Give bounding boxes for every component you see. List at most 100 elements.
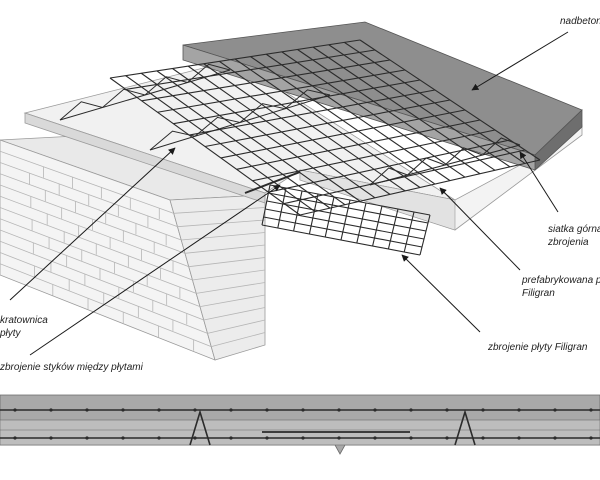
upper-mesh-bar	[109, 39, 361, 79]
slab-mesh-bar	[293, 190, 303, 232]
leader-upper-mesh	[519, 151, 559, 213]
lattice-girders	[59, 63, 521, 186]
rebar-dot	[13, 436, 17, 440]
rebar-dot	[193, 436, 197, 440]
label-precast-slab-2: Filigran	[522, 288, 555, 299]
brick-course	[177, 219, 266, 228]
lattice-girder-chord	[149, 94, 331, 151]
cross-section	[0, 394, 600, 455]
rebar-dot	[265, 408, 269, 412]
slab-mesh-bar	[265, 208, 425, 240]
brick-mortar-lines	[0, 150, 266, 351]
label-upper-mesh-1: siatka górna	[548, 224, 600, 235]
brick-course	[0, 173, 182, 241]
brick-course	[196, 282, 266, 294]
rebar-dot	[373, 436, 377, 440]
rebar-dot	[409, 436, 413, 440]
slab-mesh-bar	[261, 224, 421, 256]
slab-mesh-bar	[372, 205, 383, 247]
upper-mesh-bar	[252, 129, 496, 182]
slab-mesh-bar	[324, 196, 335, 238]
rebar-dot	[229, 408, 233, 412]
brick-course	[192, 269, 266, 281]
label-topping: nadbeton	[560, 16, 600, 27]
slab-mesh-bar	[268, 192, 429, 224]
label-lattice-girder-2: płyty	[0, 328, 22, 339]
brick-course	[199, 294, 266, 308]
rebar-dot	[481, 436, 485, 440]
brick-course	[207, 319, 266, 334]
label-lattice-girder-1: kratownica	[0, 315, 48, 326]
slab-mesh-bar	[419, 214, 431, 256]
rebar-dot	[157, 436, 161, 440]
brick-course	[211, 332, 266, 348]
slab-mesh-bar	[356, 202, 367, 244]
label-joint-reinforcement: zbrojenie styków między płytami	[0, 362, 144, 373]
upper-mesh-bar	[141, 59, 391, 102]
joint-reinforcement-bar	[244, 171, 301, 194]
lattice-girder-chord	[369, 144, 521, 186]
slab-mesh-bar	[403, 211, 415, 253]
leader-topping	[471, 31, 569, 91]
slab-mesh-bar	[387, 208, 399, 250]
rebar-dot	[553, 408, 557, 412]
label-precast-slab-1: prefabrykowana płyta	[521, 275, 600, 286]
lattice-girder-chord	[59, 69, 231, 121]
brick-course	[188, 257, 266, 268]
section-lattice-girder-right	[454, 409, 476, 446]
rebar-dot	[121, 436, 125, 440]
upper-mesh-bar	[173, 79, 421, 125]
upper-mesh-bar	[157, 69, 406, 113]
rebar-dot	[301, 436, 305, 440]
rebar-dot	[229, 436, 233, 440]
rebar-dot	[13, 408, 17, 412]
leader-precast-slab	[439, 187, 521, 271]
slab-mesh-bar	[266, 200, 427, 232]
rebar-dot	[445, 436, 449, 440]
rebar-dot	[49, 408, 53, 412]
slab-mesh-bar	[277, 187, 287, 229]
slab-mesh-bar	[261, 184, 271, 226]
rebar-dot	[481, 408, 485, 412]
brick-wall	[0, 134, 266, 361]
upper-mesh-bar	[189, 89, 436, 136]
section-lattice-girder-left	[189, 409, 211, 446]
rebar-dot	[517, 408, 521, 412]
label-slab-reinforcement: zbrojenie płyty Filigran	[487, 342, 588, 353]
upper-mesh-bar	[220, 109, 466, 159]
rebar-dot	[337, 436, 341, 440]
label-upper-mesh-2: zbrojenia	[547, 237, 589, 248]
rebar-dot	[49, 436, 53, 440]
brick-course	[0, 240, 204, 321]
leader-lines	[9, 31, 569, 356]
rebar-dot	[589, 436, 593, 440]
upper-mesh-bar	[268, 139, 511, 193]
slab-mesh-bar	[308, 193, 319, 235]
rebar-dot	[409, 408, 413, 412]
brick-course	[0, 195, 189, 268]
slab-mesh-bar	[269, 184, 431, 216]
upper-mesh-bar	[204, 99, 451, 148]
slab-mesh-bar	[340, 199, 351, 241]
rebar-dot	[445, 408, 449, 412]
upper-mesh-bar	[236, 119, 481, 170]
upper-mesh-bar	[299, 159, 541, 216]
section-rebar-dots	[13, 408, 593, 440]
upper-reinforcement-mesh	[109, 39, 541, 216]
brick-course	[203, 307, 266, 321]
rebar-dot	[517, 436, 521, 440]
leader-slab-reinforcement	[401, 254, 481, 333]
rebar-dot	[157, 408, 161, 412]
brick-course	[0, 150, 174, 214]
slab-reinforcement-mesh	[261, 184, 431, 256]
rebar-dot	[85, 436, 89, 440]
brick-course	[0, 218, 197, 294]
rebar-dot	[121, 408, 125, 412]
brick-course	[181, 232, 266, 241]
upper-mesh-bar	[125, 49, 376, 90]
brick-course	[184, 244, 266, 254]
rebar-dot	[589, 408, 593, 412]
rebar-dot	[337, 408, 341, 412]
rebar-dot	[193, 408, 197, 412]
